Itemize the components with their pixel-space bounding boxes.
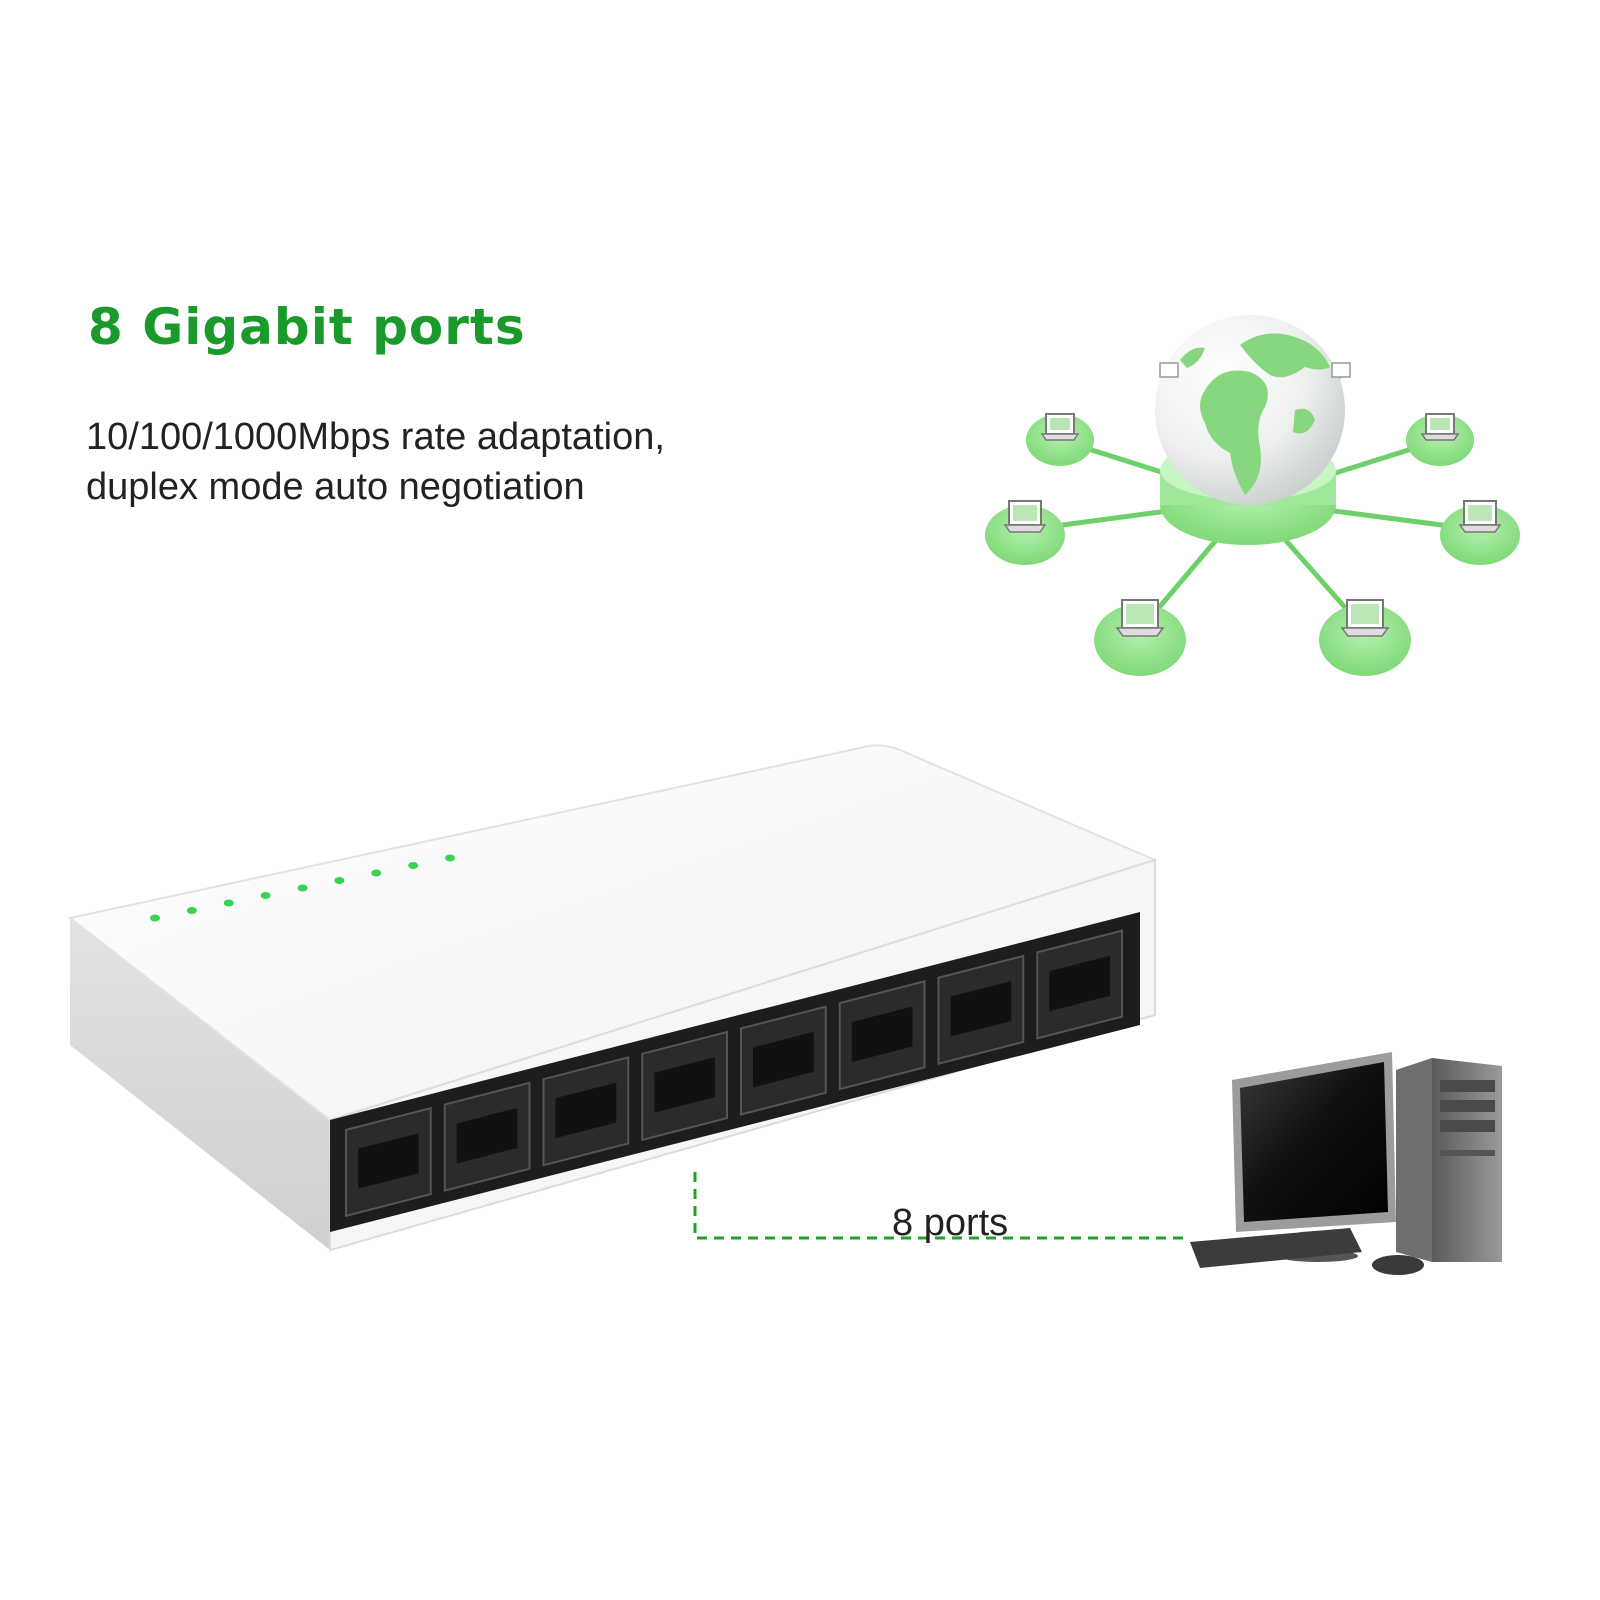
laptop-icon	[1420, 413, 1460, 441]
network-switch-icon	[67, 744, 1158, 1252]
ethernet-port	[740, 1005, 827, 1116]
status-led	[334, 877, 345, 884]
ethernet-port	[937, 954, 1025, 1066]
status-led	[223, 899, 234, 907]
desktop-computer-icon	[1190, 1052, 1502, 1275]
laptop-node	[1406, 413, 1474, 466]
laptop-node	[1094, 599, 1186, 676]
monitor	[1232, 1052, 1396, 1262]
laptop-node	[1440, 500, 1520, 565]
laptop-node	[985, 500, 1065, 565]
laptop-icon	[1003, 500, 1047, 533]
headline: 8 Gigabit ports	[88, 298, 526, 356]
switch-leds	[150, 854, 455, 922]
laptop-icon	[1040, 413, 1080, 441]
laptop-nodes	[985, 362, 1520, 676]
laptop-icon	[1331, 362, 1351, 378]
ethernet-port	[542, 1056, 630, 1167]
status-led	[186, 907, 197, 914]
status-led	[371, 869, 382, 877]
description: 10/100/1000Mbps rate adaptation, duplex …	[86, 412, 665, 512]
description-line-1: 10/100/1000Mbps rate adaptation,	[86, 416, 665, 458]
switch-ports	[345, 929, 1123, 1218]
ethernet-port	[838, 980, 926, 1091]
status-led	[408, 862, 419, 869]
ethernet-port	[1036, 929, 1123, 1040]
ethernet-port	[345, 1106, 432, 1218]
connection-dashed-line	[693, 1172, 1190, 1240]
connection-label: 8 ports	[892, 1202, 1009, 1244]
laptop-icon	[1115, 599, 1165, 637]
ethernet-port	[641, 1030, 728, 1142]
mouse	[1372, 1255, 1424, 1275]
status-led	[150, 914, 160, 922]
laptop-node	[1026, 413, 1094, 466]
laptop-icon	[1340, 599, 1390, 637]
keyboard	[1190, 1228, 1362, 1268]
tower	[1396, 1058, 1502, 1262]
laptop-icon	[1458, 500, 1502, 533]
laptop-node	[1319, 599, 1411, 676]
status-led	[445, 854, 455, 862]
network-diagram	[985, 315, 1520, 676]
laptop-node-partial	[1159, 362, 1179, 378]
ethernet-port	[443, 1081, 531, 1192]
laptop-node-partial	[1331, 362, 1351, 378]
laptop-icon	[1159, 362, 1179, 378]
description-line-2: duplex mode auto negotiation	[86, 466, 585, 508]
status-led	[297, 884, 308, 892]
globe-icon	[1155, 315, 1345, 505]
status-led	[260, 892, 271, 899]
